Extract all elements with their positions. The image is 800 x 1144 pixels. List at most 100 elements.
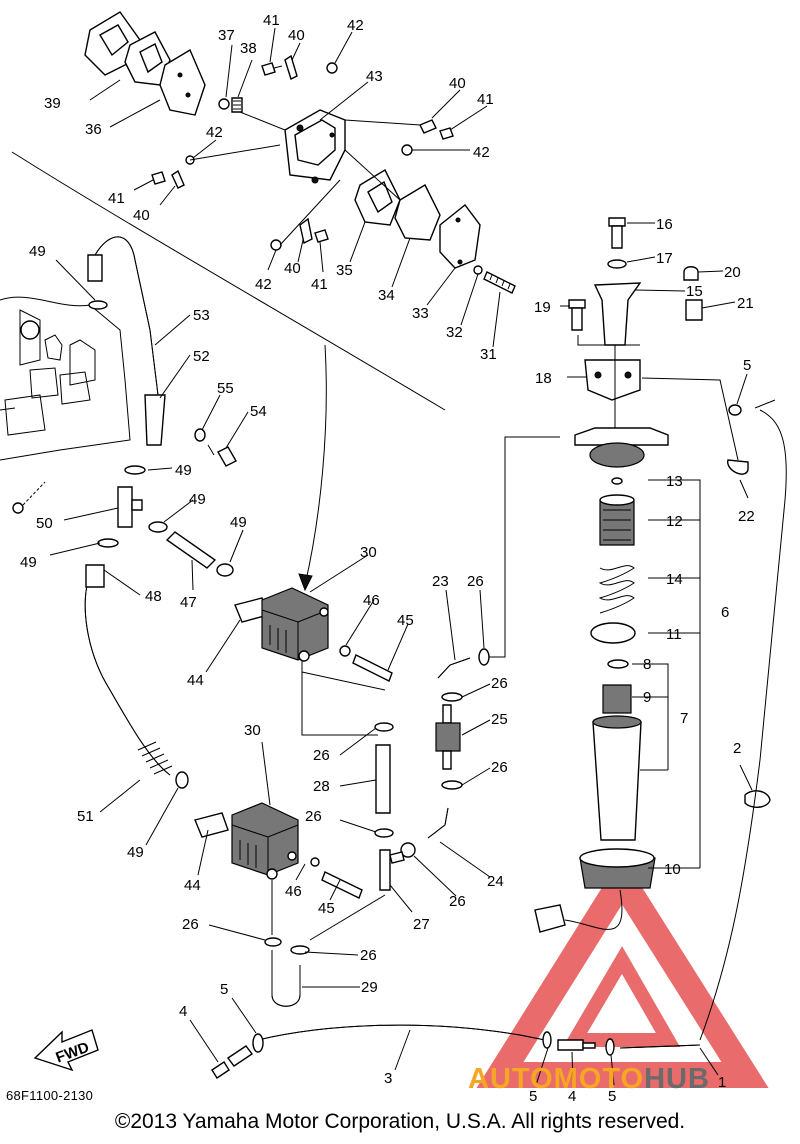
callout-12: 12 (666, 513, 683, 530)
callout-15: 15 (686, 283, 703, 300)
callout-13: 13 (666, 473, 683, 490)
callout-39: 39 (44, 95, 61, 112)
callout-20: 20 (724, 264, 741, 281)
callout-5: 5 (220, 981, 228, 998)
callout-26: 26 (305, 808, 322, 825)
callout-30: 30 (360, 544, 377, 561)
fuel-pump-upper (234, 587, 393, 736)
callout-32: 32 (446, 324, 463, 341)
engine-block-outline (0, 296, 131, 514)
leader-lines (49, 27, 753, 1086)
callout-11: 11 (666, 626, 682, 643)
callout-18: 18 (535, 370, 552, 387)
watermark-logo (476, 855, 769, 1088)
callout-45: 45 (318, 900, 335, 917)
watermark-part-3: HUB (644, 1063, 710, 1095)
callout-36: 36 (85, 121, 102, 138)
callout-40: 40 (288, 27, 305, 44)
callout-26: 26 (449, 893, 466, 910)
callout-5: 5 (743, 357, 751, 374)
callout-40: 40 (449, 75, 466, 92)
callout-10: 10 (664, 861, 681, 878)
callout-42: 42 (206, 124, 223, 141)
callout-41: 41 (477, 91, 494, 108)
callout-31: 31 (480, 346, 497, 363)
callout-44: 44 (187, 672, 204, 689)
callout-26: 26 (491, 759, 508, 776)
callout-55: 55 (217, 380, 234, 397)
fuel-pump-lower (194, 802, 363, 899)
callout-46: 46 (285, 883, 302, 900)
callout-5: 5 (529, 1088, 537, 1105)
callout-38: 38 (240, 40, 257, 57)
callout-49: 49 (189, 491, 206, 508)
callout-50: 50 (36, 515, 53, 532)
flow-arrow (304, 344, 327, 586)
callout-16: 16 (656, 216, 673, 233)
callout-49: 49 (29, 243, 46, 260)
callout-40: 40 (284, 260, 301, 277)
callout-3: 3 (384, 1070, 392, 1087)
callout-35: 35 (336, 262, 353, 279)
callout-45: 45 (397, 612, 414, 629)
left-hose-group (84, 236, 237, 789)
callout-46: 46 (363, 592, 380, 609)
callout-49: 49 (20, 554, 37, 571)
callout-42: 42 (347, 17, 364, 34)
callout-41: 41 (263, 12, 280, 29)
callout-23: 23 (432, 573, 449, 590)
callout-52: 52 (193, 348, 210, 365)
callout-21: 21 (737, 295, 754, 312)
callout-7: 7 (680, 710, 688, 727)
callout-2: 2 (733, 740, 741, 757)
top-pump-group (84, 11, 516, 294)
callout-labels: 1 2 3 4 4 5 5 5 5 6 7 8 9 10 11 12 13 14… (20, 12, 755, 1105)
callout-24: 24 (487, 873, 504, 890)
callout-42: 42 (473, 144, 490, 161)
callout-47: 47 (180, 594, 197, 611)
callout-49: 49 (230, 514, 247, 531)
callout-48: 48 (145, 588, 162, 605)
callout-44: 44 (184, 877, 201, 894)
middle-hose-group (211, 399, 787, 1079)
callout-19: 19 (534, 299, 551, 316)
callout-25: 25 (491, 711, 508, 728)
callout-26: 26 (491, 675, 508, 692)
callout-41: 41 (311, 276, 328, 293)
callout-26: 26 (467, 573, 484, 590)
callout-30: 30 (244, 722, 261, 739)
callout-5: 5 (608, 1088, 616, 1105)
part-code: 68F1100-2130 (6, 1088, 94, 1103)
watermark-part-2: MOTO (553, 1063, 645, 1095)
callout-29: 29 (361, 979, 378, 996)
callout-4: 4 (179, 1003, 187, 1020)
callout-37: 37 (218, 27, 235, 44)
fwd-arrow-icon: FWD (33, 1029, 99, 1072)
callout-41: 41 (108, 190, 125, 207)
section-divider (11, 151, 446, 411)
callout-4: 4 (568, 1088, 576, 1105)
callout-49: 49 (127, 844, 144, 861)
callout-27: 27 (413, 916, 430, 933)
callout-26: 26 (313, 747, 330, 764)
callout-8: 8 (643, 656, 651, 673)
callout-1: 1 (718, 1074, 726, 1091)
callout-49: 49 (175, 462, 192, 479)
watermark-part-1: AUTO (468, 1063, 554, 1095)
callout-43: 43 (366, 68, 383, 85)
callout-26: 26 (182, 916, 199, 933)
filter-assembly (534, 217, 749, 933)
callout-17: 17 (656, 250, 673, 267)
callout-9: 9 (643, 689, 651, 706)
flow-arrow-head (298, 573, 313, 592)
callout-53: 53 (193, 307, 210, 324)
callout-22: 22 (738, 508, 755, 525)
callout-34: 34 (378, 287, 395, 304)
callout-54: 54 (250, 403, 267, 420)
callout-26: 26 (360, 947, 377, 964)
copyright-notice: ©2013 Yamaha Motor Corporation, U.S.A. A… (114, 1110, 686, 1133)
callout-33: 33 (412, 305, 429, 322)
callout-42: 42 (255, 276, 272, 293)
